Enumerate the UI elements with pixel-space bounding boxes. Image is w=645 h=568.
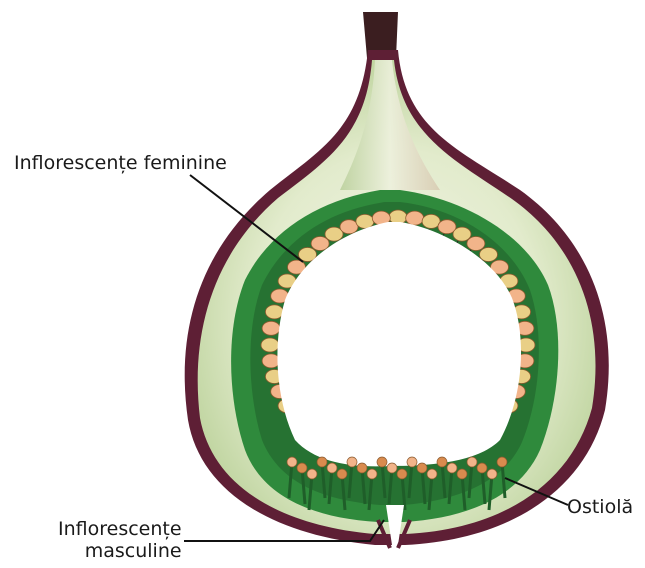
label-male-flowers-line1: Inflorescențe xyxy=(58,518,182,540)
female-flower xyxy=(406,211,424,225)
male-flower xyxy=(337,469,347,479)
female-flower xyxy=(262,354,280,368)
female-flower xyxy=(389,210,407,224)
male-flower xyxy=(407,457,417,467)
male-flower xyxy=(347,457,357,467)
male-flower xyxy=(497,457,507,467)
female-flower xyxy=(340,220,358,234)
male-flower xyxy=(357,463,367,473)
female-flower xyxy=(467,237,485,251)
female-flower xyxy=(356,214,374,228)
male-flower xyxy=(487,469,497,479)
label-male-flowers-line2: masculine xyxy=(58,540,182,562)
male-flower xyxy=(417,463,427,473)
label-male-flowers: Inflorescențe masculine xyxy=(58,518,182,562)
male-flower xyxy=(427,469,437,479)
female-flower xyxy=(262,321,280,335)
female-flower xyxy=(311,237,329,251)
male-flower xyxy=(327,463,337,473)
male-flower xyxy=(297,463,307,473)
male-flower xyxy=(287,457,297,467)
label-ostiole: Ostiolă xyxy=(567,496,633,518)
male-flower xyxy=(467,457,477,467)
male-flower xyxy=(457,469,467,479)
female-flower xyxy=(480,248,498,262)
male-flower xyxy=(447,463,457,473)
male-flower xyxy=(437,457,447,467)
female-flower xyxy=(453,227,471,241)
male-flower xyxy=(307,469,317,479)
male-flower xyxy=(397,469,407,479)
male-flower xyxy=(317,457,327,467)
female-flower xyxy=(265,305,283,319)
male-flower xyxy=(377,457,387,467)
male-flower xyxy=(477,463,487,473)
female-flower xyxy=(261,338,279,352)
male-flower xyxy=(367,469,377,479)
male-flower xyxy=(387,463,397,473)
label-female-flowers: Inflorescențe feminine xyxy=(14,152,227,174)
female-flower xyxy=(422,214,440,228)
